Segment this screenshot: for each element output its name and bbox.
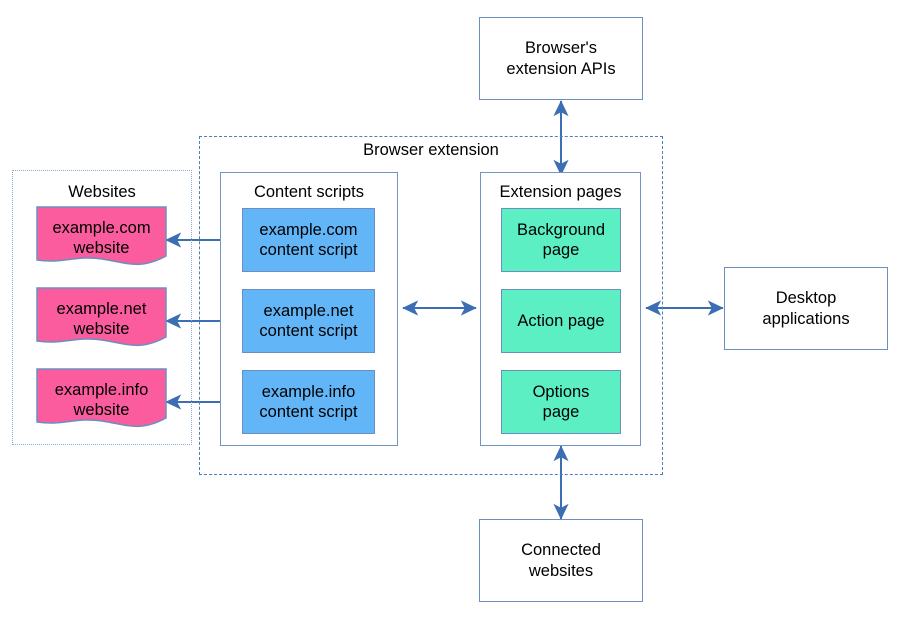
desktop-applications-box[interactable]: Desktop applications	[724, 267, 888, 350]
content-script-label-example-com: example.com content script	[259, 220, 358, 259]
websites-group-title: Websites	[68, 183, 136, 201]
desktop-applications-label: Desktop applications	[762, 289, 850, 328]
extension-page-action[interactable]: Action page	[501, 289, 621, 353]
extension-pages-group-title: Extension pages	[499, 183, 622, 201]
extension-page-label-action: Action page	[517, 311, 605, 330]
content-script-example-info[interactable]: example.info content script	[242, 370, 375, 434]
extension-page-label-background: Background page	[516, 220, 606, 259]
content-script-example-com[interactable]: example.com content script	[242, 208, 375, 272]
browser-extension-container	[199, 136, 663, 475]
content-script-example-net[interactable]: example.net content script	[242, 289, 375, 353]
extension-page-options[interactable]: Options page	[501, 370, 621, 434]
browser-extension-apis-box[interactable]: Browser's extension APIs	[479, 17, 643, 100]
website-shape-example-net[interactable]: example.net website	[36, 287, 167, 351]
websites-container	[12, 170, 192, 445]
browser-extension-apis-label: Browser's extension APIs	[506, 39, 616, 78]
content-script-label-example-info: example.info content script	[259, 382, 358, 421]
website-shape-example-com[interactable]: example.com website	[36, 206, 167, 270]
content-script-label-example-net: example.net content script	[259, 301, 358, 340]
website-shape-example-info[interactable]: example.info website	[36, 368, 167, 432]
browser-extension-title: Browser extension	[363, 141, 499, 159]
extension-page-background[interactable]: Background page	[501, 208, 621, 272]
content-scripts-group-title: Content scripts	[253, 183, 365, 201]
extension-page-label-options: Options page	[532, 382, 590, 421]
connected-websites-label: Connected websites	[521, 541, 601, 580]
connected-websites-box[interactable]: Connected websites	[479, 519, 643, 602]
